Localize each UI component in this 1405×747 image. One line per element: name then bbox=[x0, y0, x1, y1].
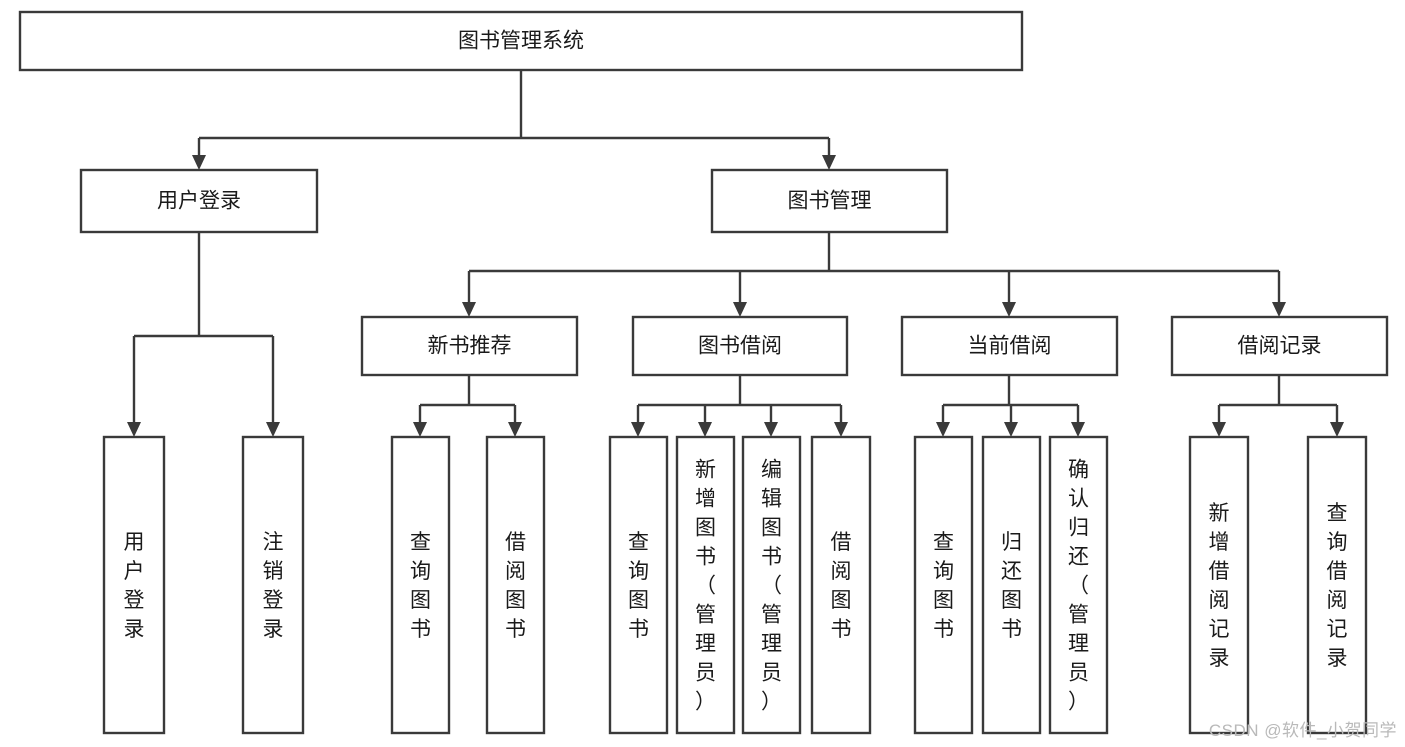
bus-root-branch-1-arrowhead bbox=[822, 155, 836, 170]
node-box-leaf-query-book-1[interactable] bbox=[390, 435, 451, 735]
bus-book-manage-branch-2-arrowhead bbox=[1002, 302, 1016, 317]
bus-book-borrow-branch-0-arrowhead bbox=[631, 422, 645, 437]
node-label-new-book-recommend: 新书推荐 bbox=[428, 335, 512, 358]
node-box-leaf-borrow-book-1[interactable] bbox=[485, 435, 546, 735]
node-leaf-add-borrow-record[interactable]: 新增借阅记录 bbox=[1188, 435, 1250, 735]
node-label-root: 图书管理系统 bbox=[458, 30, 584, 53]
node-book-manage[interactable]: 图书管理 bbox=[710, 168, 949, 234]
node-box-leaf-add-book-admin[interactable] bbox=[675, 435, 736, 735]
node-book-borrow[interactable]: 图书借阅 bbox=[631, 315, 849, 377]
bus-book-manage-branch-1-arrowhead bbox=[733, 302, 747, 317]
bus-root-branch-0-arrowhead bbox=[192, 155, 206, 170]
node-label-book-borrow: 图书借阅 bbox=[698, 335, 782, 358]
bus-new-book-branch-1-arrowhead bbox=[508, 422, 522, 437]
node-label-book-manage: 图书管理 bbox=[788, 190, 872, 213]
node-box-leaf-edit-book-admin[interactable] bbox=[741, 435, 802, 735]
bus-book-borrow-branch-1-arrowhead bbox=[698, 422, 712, 437]
node-leaf-user-login[interactable]: 用户登录 bbox=[102, 435, 166, 735]
node-box-leaf-query-book-2[interactable] bbox=[608, 435, 669, 735]
bus-book-manage-branch-0-arrowhead bbox=[462, 302, 476, 317]
node-borrow-record[interactable]: 借阅记录 bbox=[1170, 315, 1389, 377]
csdn-watermark: CSDN @软件_小贺同学 bbox=[1208, 721, 1397, 740]
node-box-leaf-user-login[interactable] bbox=[102, 435, 166, 735]
node-box-leaf-return-book[interactable] bbox=[981, 435, 1042, 735]
node-root[interactable]: 图书管理系统 bbox=[18, 10, 1024, 72]
node-label-leaf-query-book-3: 查询图书 bbox=[933, 531, 954, 641]
node-box-leaf-query-borrow-record[interactable] bbox=[1306, 435, 1368, 735]
node-box-leaf-borrow-book-2[interactable] bbox=[810, 435, 872, 735]
node-label-leaf-query-book-1: 查询图书 bbox=[410, 531, 431, 641]
bus-user-login-branch-0-arrowhead bbox=[127, 422, 141, 437]
node-label-leaf-borrow-book-2: 借阅图书 bbox=[831, 531, 852, 641]
bus-borrow-record-branch-1-arrowhead bbox=[1330, 422, 1344, 437]
node-box-leaf-logout-login[interactable] bbox=[241, 435, 305, 735]
node-box-root[interactable] bbox=[18, 10, 1024, 72]
bus-new-book-branch-0-arrowhead bbox=[413, 422, 427, 437]
node-box-current-borrow[interactable] bbox=[900, 315, 1119, 377]
node-leaf-query-borrow-record[interactable]: 查询借阅记录 bbox=[1306, 435, 1368, 735]
node-box-leaf-query-book-3[interactable] bbox=[913, 435, 974, 735]
node-leaf-borrow-book-2[interactable]: 借阅图书 bbox=[810, 435, 872, 735]
node-label-leaf-logout-login: 注销登录 bbox=[263, 531, 284, 641]
connector-layer bbox=[127, 70, 1344, 437]
node-leaf-query-book-1[interactable]: 查询图书 bbox=[390, 435, 451, 735]
node-label-borrow-record: 借阅记录 bbox=[1238, 335, 1322, 358]
node-leaf-query-book-3[interactable]: 查询图书 bbox=[913, 435, 974, 735]
node-box-borrow-record[interactable] bbox=[1170, 315, 1389, 377]
node-box-leaf-add-borrow-record[interactable] bbox=[1188, 435, 1250, 735]
node-box-leaf-confirm-return-admin[interactable] bbox=[1048, 435, 1109, 735]
node-box-book-borrow[interactable] bbox=[631, 315, 849, 377]
node-leaf-add-book-admin[interactable]: 新增图书（管理员） bbox=[675, 435, 736, 735]
node-label-leaf-add-book-admin: 新增图书（管理员） bbox=[695, 459, 716, 714]
bus-book-borrow-branch-3-arrowhead bbox=[834, 422, 848, 437]
node-label-leaf-add-borrow-record: 新增借阅记录 bbox=[1209, 502, 1230, 670]
node-new-book-recommend[interactable]: 新书推荐 bbox=[360, 315, 579, 377]
node-label-user-login: 用户登录 bbox=[157, 190, 241, 213]
bus-user-login-branch-1-arrowhead bbox=[266, 422, 280, 437]
node-leaf-confirm-return-admin[interactable]: 确认归还（管理员） bbox=[1048, 435, 1109, 735]
node-label-leaf-return-book: 归还图书 bbox=[1001, 531, 1022, 641]
node-label-current-borrow: 当前借阅 bbox=[968, 335, 1052, 358]
bus-current-borrow-branch-0-arrowhead bbox=[936, 422, 950, 437]
node-leaf-return-book[interactable]: 归还图书 bbox=[981, 435, 1042, 735]
node-label-leaf-edit-book-admin: 编辑图书（管理员） bbox=[761, 459, 782, 714]
node-user-login[interactable]: 用户登录 bbox=[79, 168, 319, 234]
node-leaf-query-book-2[interactable]: 查询图书 bbox=[608, 435, 669, 735]
node-leaf-edit-book-admin[interactable]: 编辑图书（管理员） bbox=[741, 435, 802, 735]
node-label-leaf-user-login: 用户登录 bbox=[124, 531, 145, 641]
node-box-user-login[interactable] bbox=[79, 168, 319, 234]
bus-current-borrow-branch-1-arrowhead bbox=[1004, 422, 1018, 437]
node-current-borrow[interactable]: 当前借阅 bbox=[900, 315, 1119, 377]
node-label-leaf-borrow-book-1: 借阅图书 bbox=[505, 531, 526, 641]
node-leaf-borrow-book-1[interactable]: 借阅图书 bbox=[485, 435, 546, 735]
node-box-book-manage[interactable] bbox=[710, 168, 949, 234]
node-label-leaf-confirm-return-admin: 确认归还（管理员） bbox=[1068, 459, 1089, 714]
bus-book-manage-branch-3-arrowhead bbox=[1272, 302, 1286, 317]
node-layer: 图书管理系统用户登录图书管理新书推荐图书借阅当前借阅借阅记录用户登录注销登录查询… bbox=[18, 10, 1389, 735]
bus-current-borrow-branch-2-arrowhead bbox=[1071, 422, 1085, 437]
node-leaf-logout-login[interactable]: 注销登录 bbox=[241, 435, 305, 735]
bus-borrow-record-branch-0-arrowhead bbox=[1212, 422, 1226, 437]
node-label-leaf-query-borrow-record: 查询借阅记录 bbox=[1327, 502, 1348, 670]
bus-book-borrow-branch-2-arrowhead bbox=[764, 422, 778, 437]
node-box-new-book-recommend[interactable] bbox=[360, 315, 579, 377]
node-label-leaf-query-book-2: 查询图书 bbox=[628, 531, 649, 641]
